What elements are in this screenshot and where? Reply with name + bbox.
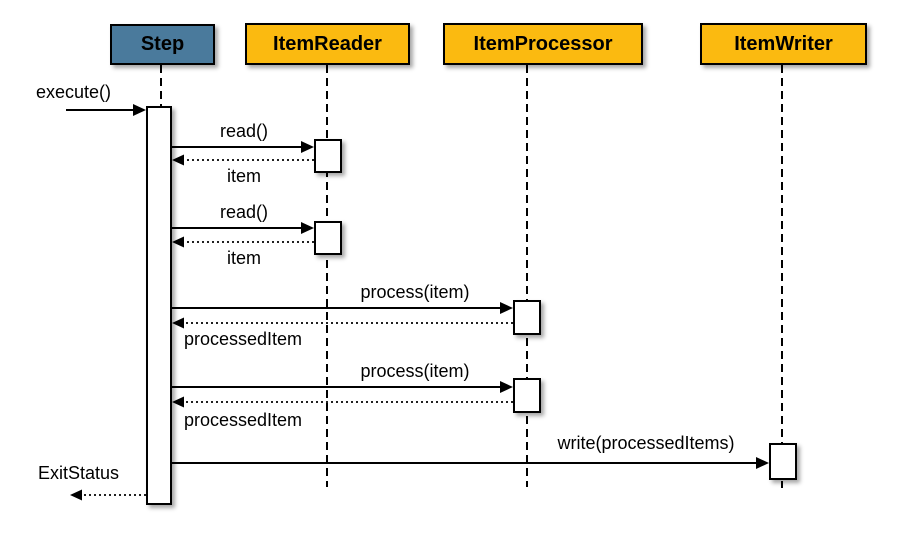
message-label-read-1: read(): [219, 121, 268, 141]
message-label-item-2: item: [226, 248, 261, 268]
arrow-item-return-1: [172, 154, 314, 166]
arrow-processeditem-return-2: [172, 396, 513, 408]
activation-box-itemprocessor-1: [513, 300, 541, 335]
lifeline-label-step: Step: [140, 33, 185, 55]
message-label-read-2: read(): [219, 202, 268, 222]
arrow-read-1: [172, 141, 314, 153]
message-label-write: write(processedItems): [557, 433, 735, 453]
arrow-read-2: [172, 222, 314, 234]
arrow-write: [172, 457, 769, 469]
message-label-processeditem-1: processedItem: [184, 329, 303, 349]
activation-box-itemwriter-1: [769, 443, 797, 480]
message-label-process-1: process(item): [360, 282, 470, 302]
lifeline-header-itemprocessor: ItemProcessor: [443, 23, 643, 65]
activation-box-itemreader-1: [314, 139, 342, 173]
lifeline-header-step: Step: [110, 24, 215, 65]
message-label-processeditem-2: processedItem: [184, 410, 303, 430]
message-label-exitstatus: ExitStatus: [38, 463, 120, 483]
message-label-execute: execute(): [36, 82, 112, 102]
arrow-process-1: [172, 302, 513, 314]
lifeline-header-itemwriter: ItemWriter: [700, 23, 867, 65]
message-label-item-1: item: [226, 166, 261, 186]
arrow-execute: [66, 104, 146, 116]
activation-box-itemreader-2: [314, 221, 342, 255]
message-label-process-2: process(item): [360, 361, 470, 381]
arrow-processeditem-return-1: [172, 317, 513, 329]
lifeline-label-itemprocessor: ItemProcessor: [473, 32, 613, 55]
lifeline-label-itemwriter: ItemWriter: [734, 32, 833, 55]
arrow-process-2: [172, 381, 513, 393]
lifeline-header-itemreader: ItemReader: [245, 23, 410, 65]
lifeline-label-itemreader: ItemReader: [273, 32, 382, 55]
activation-bar-step: [146, 106, 172, 505]
activation-box-itemprocessor-2: [513, 378, 541, 413]
arrow-item-return-2: [172, 236, 314, 248]
arrow-exitstatus-return: [70, 489, 146, 501]
